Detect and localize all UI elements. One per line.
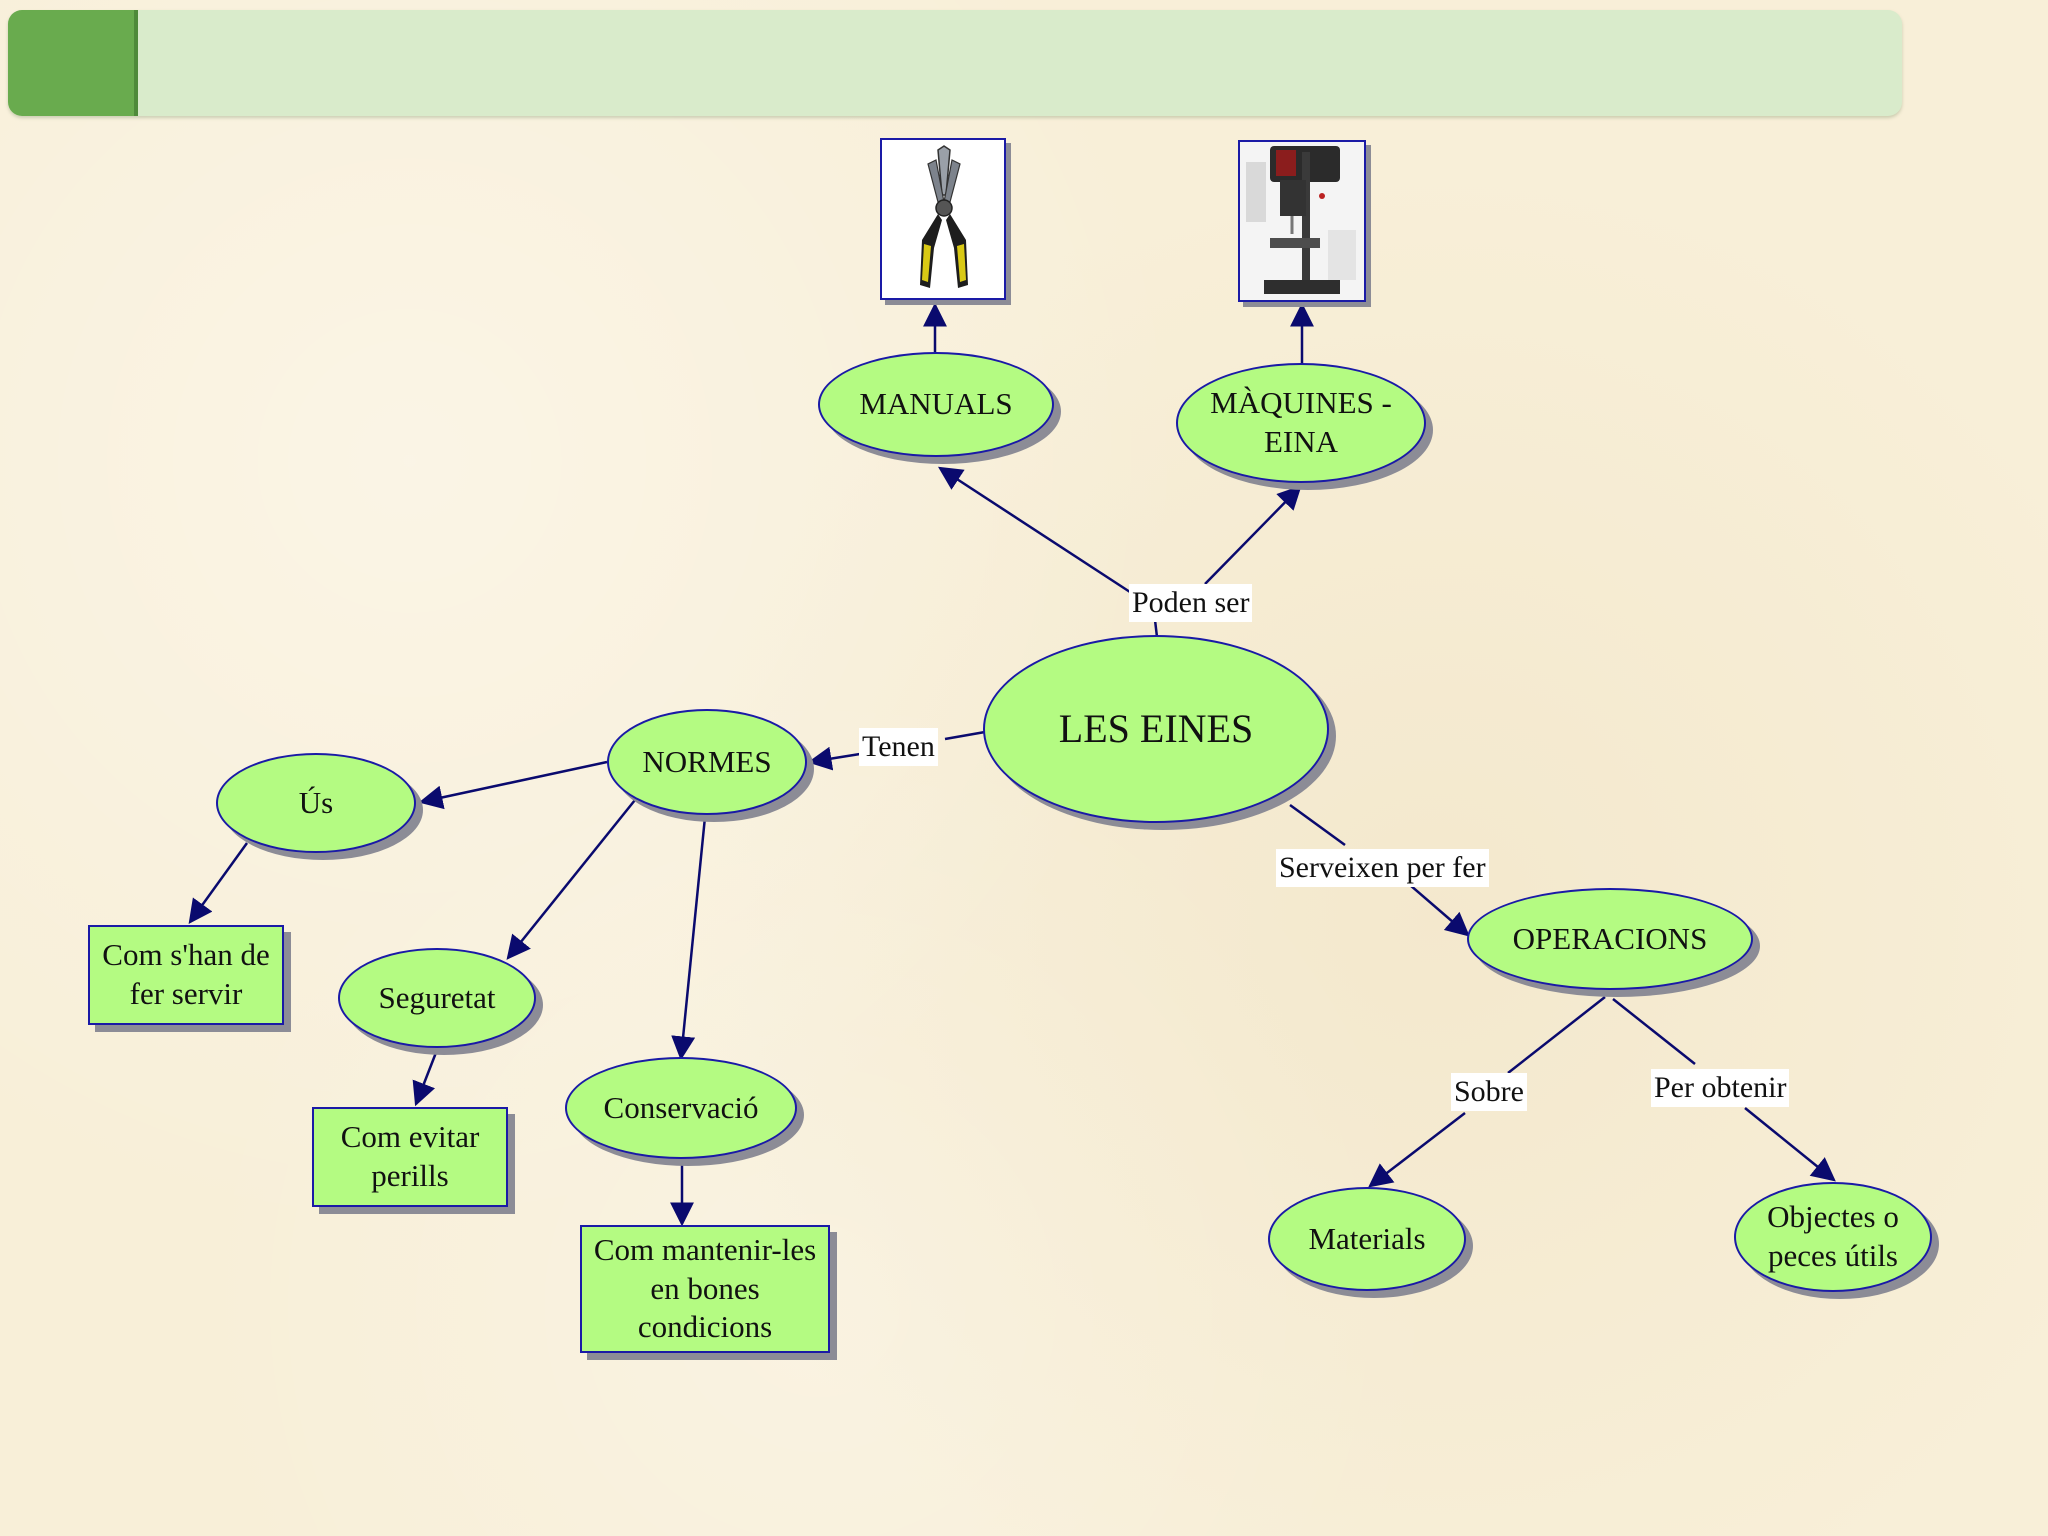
box-us-line1: Com s'han de: [102, 937, 270, 973]
center-node[interactable]: LES EINES: [983, 635, 1329, 823]
drill-press-icon: [1240, 142, 1364, 300]
node-objectes-line1: Objectes o: [1767, 1199, 1899, 1235]
link-poden-manuals: [937, 466, 1131, 594]
node-conservacio-label: Conservació: [603, 1089, 759, 1125]
node-us[interactable]: Ús: [216, 753, 416, 853]
link-obtenir-objectes: [1744, 1107, 1836, 1182]
node-operacions[interactable]: OPERACIONS: [1467, 888, 1753, 990]
node-maquines-line2: EINA: [1263, 424, 1339, 459]
link-us-box: [188, 842, 249, 924]
box-seguretat-line1: Com evitar: [340, 1119, 480, 1155]
box-us-line2: fer servir: [129, 976, 243, 1011]
link-operacions-obtenir: [1612, 998, 1696, 1065]
node-seguretat[interactable]: Seguretat: [338, 948, 536, 1048]
box-seguretat-line2: perills: [371, 1158, 449, 1193]
link-label-tenen: Tenen: [859, 728, 938, 766]
link-label-serveixen: Serveixen per fer: [1276, 849, 1489, 887]
node-operacions-label: OPERACIONS: [1512, 920, 1708, 956]
link-label-sobre: Sobre: [1451, 1073, 1527, 1111]
link-center-tenen: [944, 730, 986, 741]
link-normes-conservacio: [671, 816, 707, 1061]
node-materials[interactable]: Materials: [1268, 1187, 1466, 1291]
node-objectes-line2: peces útils: [1768, 1238, 1898, 1273]
node-normes-label: NORMES: [642, 743, 772, 779]
link-poden-maquines: [1204, 485, 1302, 585]
box-conservacio-line3: condicions: [637, 1309, 773, 1345]
pliers-icon: [920, 145, 968, 288]
pliers-image: [880, 138, 1006, 300]
link-label-per-obtenir: Per obtenir: [1651, 1069, 1790, 1107]
box-us[interactable]: Com s'han de fer servir: [88, 925, 284, 1025]
header-accent: [8, 10, 138, 116]
box-seguretat[interactable]: Com evitar perills: [312, 1107, 508, 1207]
box-conservacio-line2: en bones: [650, 1270, 760, 1306]
link-center-poden: [1153, 619, 1159, 638]
link-tenen-normes: [807, 746, 861, 771]
node-normes[interactable]: NORMES: [607, 709, 807, 815]
link-center-serveixen: [1289, 803, 1346, 847]
drill-press-image: [1238, 140, 1366, 302]
link-normes-seguretat: [506, 799, 636, 960]
link-normes-us: [418, 760, 608, 810]
link-operacions-sobre: [1507, 996, 1606, 1074]
node-manuals-label: MANUALS: [859, 386, 1013, 422]
node-conservacio[interactable]: Conservació: [565, 1057, 797, 1159]
box-conservacio-line1: Com mantenir-les: [593, 1231, 817, 1267]
node-maquines-line1: MÀQUINES -: [1210, 385, 1392, 421]
node-us-label: Ús: [298, 784, 334, 820]
center-label: LES EINES: [1058, 706, 1254, 751]
link-serveixen-operacions: [1409, 884, 1470, 937]
node-maquines-eina[interactable]: MÀQUINES - EINA: [1176, 363, 1426, 483]
node-seguretat-label: Seguretat: [378, 979, 496, 1015]
header-bar: [8, 10, 1902, 116]
node-materials-label: Materials: [1308, 1220, 1426, 1256]
link-seguretat-box: [412, 1049, 439, 1107]
node-objectes[interactable]: Objectes o peces útils: [1734, 1182, 1932, 1292]
node-manuals[interactable]: MANUALS: [818, 352, 1054, 457]
link-label-poden-ser: Poden ser: [1129, 584, 1253, 622]
box-conservacio[interactable]: Com mantenir-les en bones condicions: [580, 1225, 830, 1353]
link-sobre-materials: [1368, 1112, 1466, 1188]
